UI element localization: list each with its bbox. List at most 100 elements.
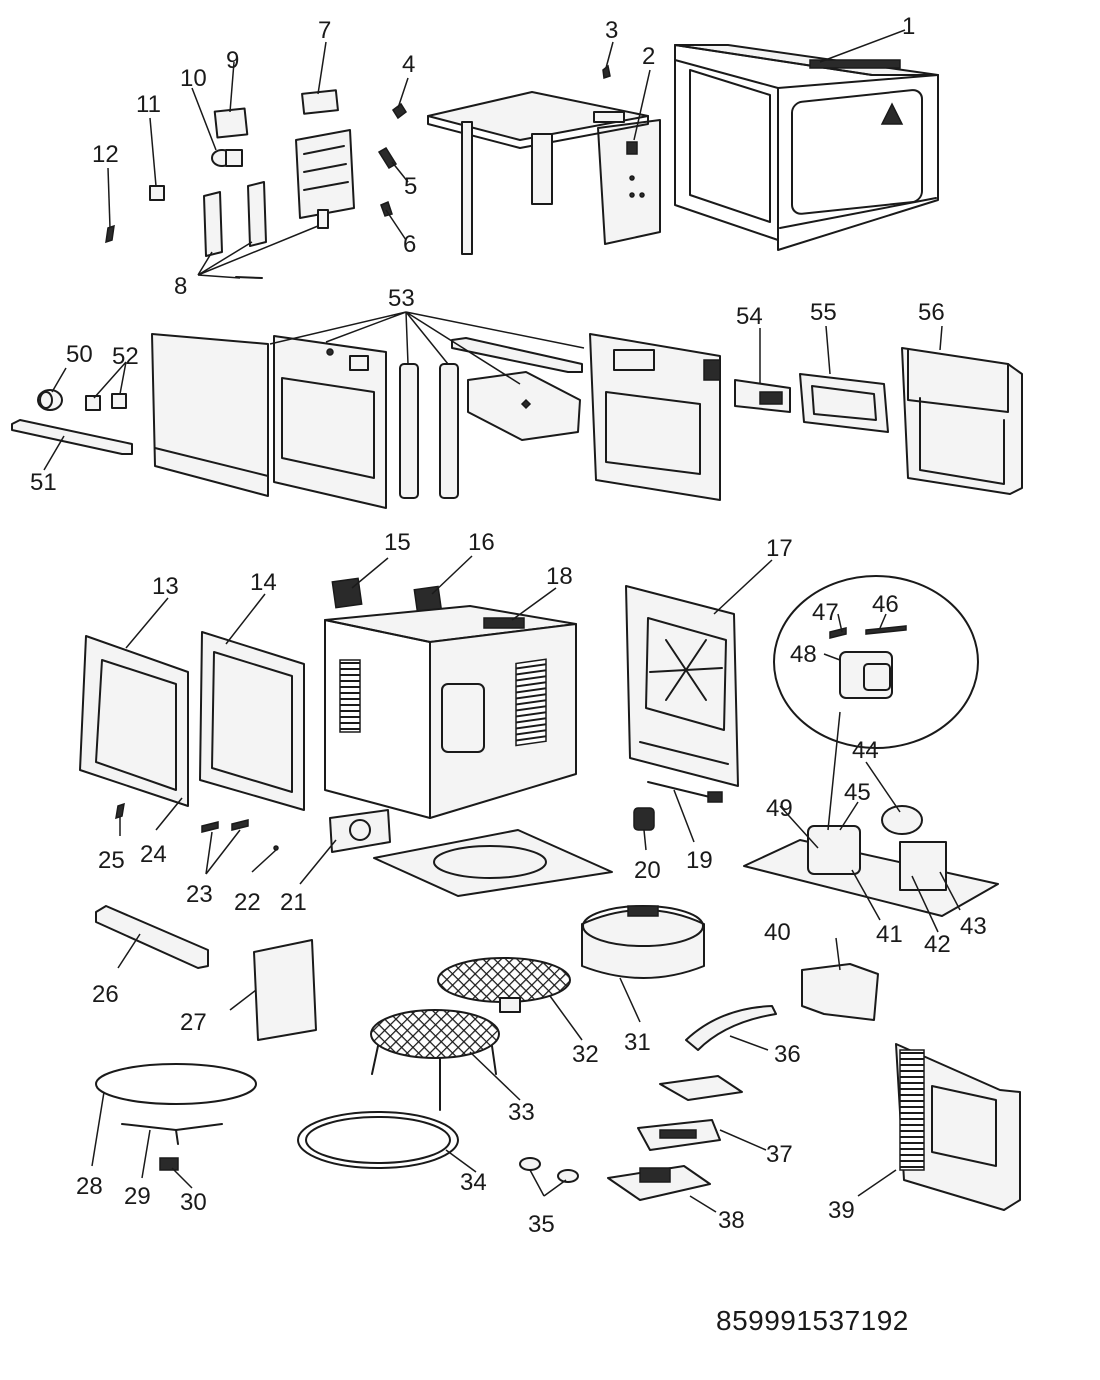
callout-36: 36 xyxy=(774,1041,801,1068)
part-control-panel-56 xyxy=(901,347,1023,495)
callout-12: 12 xyxy=(92,141,119,168)
part-coupler-30 xyxy=(159,1157,179,1171)
part-door-strips xyxy=(399,363,459,499)
callout-34: 34 xyxy=(460,1169,487,1196)
part-base-assembly xyxy=(743,805,999,917)
callout-3: 3 xyxy=(605,17,618,44)
callout-27: 27 xyxy=(180,1009,207,1036)
part-thermostat-20 xyxy=(633,807,655,831)
callout-30: 30 xyxy=(180,1189,207,1216)
callout-16: 16 xyxy=(468,529,495,556)
callout-39: 39 xyxy=(828,1197,855,1224)
part-clip-4 xyxy=(391,102,408,120)
callout-55: 55 xyxy=(810,299,837,326)
callout-29: 29 xyxy=(124,1183,151,1210)
callout-43: 43 xyxy=(960,913,987,940)
callout-23: 23 xyxy=(186,881,213,908)
part-oven-cavity xyxy=(324,605,577,819)
part-hinges-23 xyxy=(201,819,249,833)
part-waveguide-21 xyxy=(329,809,391,853)
callout-42: 42 xyxy=(924,931,951,958)
callout-46: 46 xyxy=(872,591,899,618)
callout-labels: 1 2 3 4 5 6 7 8 9 10 11 12 13 14 15 16 1… xyxy=(30,13,987,1238)
leader-lines xyxy=(43,29,961,1213)
part-knob-shafts-52 xyxy=(85,393,127,411)
part-door-glass xyxy=(151,333,269,497)
callout-13: 13 xyxy=(152,573,179,600)
part-feet-35 xyxy=(519,1157,579,1183)
callout-22: 22 xyxy=(234,889,261,916)
part-door-shield xyxy=(451,337,583,441)
callout-45: 45 xyxy=(844,779,871,806)
part-control-frame-55 xyxy=(799,373,889,433)
callout-17: 17 xyxy=(766,535,793,562)
part-label-9 xyxy=(213,107,249,139)
callout-31: 31 xyxy=(624,1029,651,1056)
part-door-handle-51 xyxy=(11,419,133,455)
callout-10: 10 xyxy=(180,65,207,92)
part-screw-25 xyxy=(115,802,125,820)
callout-35: 35 xyxy=(528,1211,555,1238)
part-roller-ring-29 xyxy=(121,1123,223,1145)
callout-15: 15 xyxy=(384,529,411,556)
callout-50: 50 xyxy=(66,341,93,368)
callout-1: 1 xyxy=(902,13,915,40)
part-gasket-34 xyxy=(297,1111,459,1169)
part-wire-19 xyxy=(647,781,723,803)
callout-7: 7 xyxy=(318,17,331,44)
part-pcb-37 xyxy=(637,1075,743,1151)
part-turntable-ring-28 xyxy=(95,1063,257,1105)
callout-4: 4 xyxy=(402,51,415,78)
callout-6: 6 xyxy=(403,231,416,258)
part-low-rack-32 xyxy=(437,957,571,1013)
callout-19: 19 xyxy=(686,847,713,874)
callout-40: 40 xyxy=(764,919,791,946)
part-control-board-54 xyxy=(734,379,791,413)
part-door-seal-14 xyxy=(199,631,305,811)
part-fan-duct-40 xyxy=(801,963,879,1021)
part-cover-plate-27 xyxy=(253,939,317,1041)
callout-20: 20 xyxy=(634,857,661,884)
callout-2: 2 xyxy=(642,43,655,70)
callout-56: 56 xyxy=(918,299,945,326)
callout-8: 8 xyxy=(174,273,187,300)
part-code: 859991537192 xyxy=(716,1305,909,1336)
callout-24: 24 xyxy=(140,841,167,868)
part-back-plate-17 xyxy=(625,585,739,787)
callout-53: 53 xyxy=(388,285,415,312)
part-power-board-38 xyxy=(607,1165,711,1201)
part-front-frame-13 xyxy=(79,635,189,807)
part-bottom-plate xyxy=(373,829,613,897)
callout-33: 33 xyxy=(508,1099,535,1126)
callout-51: 51 xyxy=(30,469,57,496)
part-switch-11 xyxy=(149,185,165,201)
callout-14: 14 xyxy=(250,569,277,596)
part-screw-12 xyxy=(105,224,115,244)
callout-54: 54 xyxy=(736,303,763,330)
callout-9: 9 xyxy=(226,47,239,74)
part-lamp-10 xyxy=(211,149,243,167)
part-screw-22 xyxy=(273,845,279,851)
callout-25: 25 xyxy=(98,847,125,874)
callout-47: 47 xyxy=(812,599,839,626)
callout-38: 38 xyxy=(718,1207,745,1234)
callout-28: 28 xyxy=(76,1173,103,1200)
callout-49: 49 xyxy=(766,795,793,822)
callout-21: 21 xyxy=(280,889,307,916)
part-door-inner-frame xyxy=(273,335,387,509)
part-knob-50 xyxy=(37,389,63,411)
callout-48: 48 xyxy=(790,641,817,668)
callout-26: 26 xyxy=(92,981,119,1008)
part-tongs-36 xyxy=(685,1005,777,1051)
part-side-bracket xyxy=(597,119,661,245)
part-high-rack-33 xyxy=(370,1009,500,1111)
callout-11: 11 xyxy=(136,91,161,118)
part-crisper-pan-31 xyxy=(581,905,705,979)
part-rear-panel-39 xyxy=(895,1043,1021,1211)
callout-32: 32 xyxy=(572,1041,599,1068)
callout-52: 52 xyxy=(112,343,139,370)
callout-44: 44 xyxy=(852,737,879,764)
part-fuse-5 xyxy=(377,146,398,170)
part-screw-6 xyxy=(380,200,393,217)
